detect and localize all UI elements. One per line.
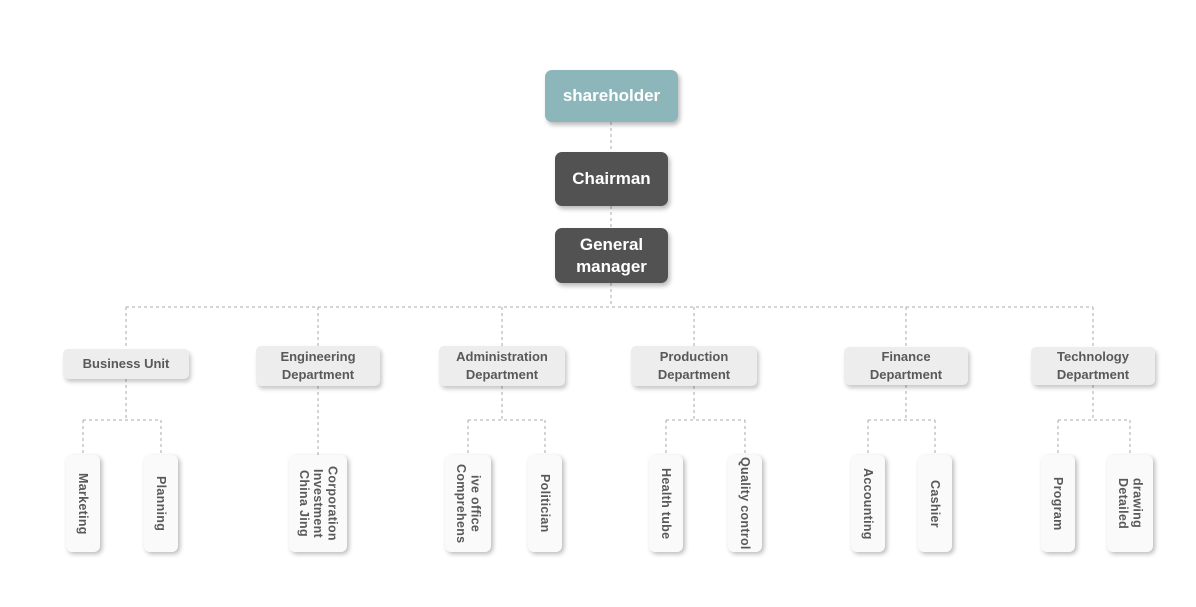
leaf-node-cashier: Cashier — [918, 455, 952, 552]
node-chairman: Chairman — [555, 152, 668, 206]
dept-label: Finance Department — [869, 348, 943, 382]
dept-label: Production Department — [657, 348, 731, 382]
dept-node-finance: Finance Department — [844, 347, 968, 385]
leaf-node-detailed-drawing: Detailed drawing — [1107, 455, 1153, 552]
dept-label: Business Unit — [82, 355, 170, 371]
node-general-manager: General manager — [555, 228, 668, 283]
leaf-label: Detailed drawing — [1116, 477, 1145, 530]
leaf-label: China Jing Investment Corporation — [296, 466, 340, 541]
leaf-node-politician: Politician — [528, 455, 562, 552]
leaf-node-accounting: Accounting — [851, 455, 885, 552]
leaf-node-marketing: Marketing — [66, 455, 100, 552]
node-shareholder-label: shareholder — [562, 86, 661, 106]
dept-node-engineering: Engineering Department — [256, 346, 380, 386]
leaf-label: Accounting — [861, 467, 876, 540]
leaf-node-china-jing-investment-corporation: China Jing Investment Corporation — [289, 455, 347, 552]
dept-label: Technology Department — [1056, 348, 1130, 382]
leaf-label: Marketing — [76, 472, 91, 535]
leaf-node-planning: Planning — [144, 455, 178, 552]
leaf-label: Cashier — [928, 479, 943, 528]
dept-node-production: Production Department — [631, 346, 757, 386]
node-chairman-label: Chairman — [572, 169, 651, 189]
dept-node-business-unit: Business Unit — [63, 349, 189, 379]
dept-label: Engineering Department — [280, 348, 356, 382]
leaf-label: Planning — [154, 475, 169, 532]
dept-label: Administration Department — [456, 348, 548, 382]
leaf-label: Comprehens ive office — [454, 463, 483, 544]
leaf-label: Program — [1051, 476, 1066, 531]
node-general-manager-label: General manager — [576, 235, 647, 276]
dept-node-technology: Technology Department — [1031, 347, 1155, 385]
leaf-label: Politician — [538, 474, 553, 533]
node-shareholder: shareholder — [545, 70, 678, 122]
leaf-node-comprehensive-office: Comprehens ive office — [445, 455, 491, 552]
leaf-node-quality-control: Quality control — [728, 455, 762, 552]
dept-node-administration: Administration Department — [439, 346, 565, 386]
leaf-label: Quality control — [738, 457, 753, 550]
leaf-node-health-tube: Health tube — [649, 455, 683, 552]
leaf-label: Health tube — [659, 467, 674, 540]
leaf-node-program: Program — [1041, 455, 1075, 552]
